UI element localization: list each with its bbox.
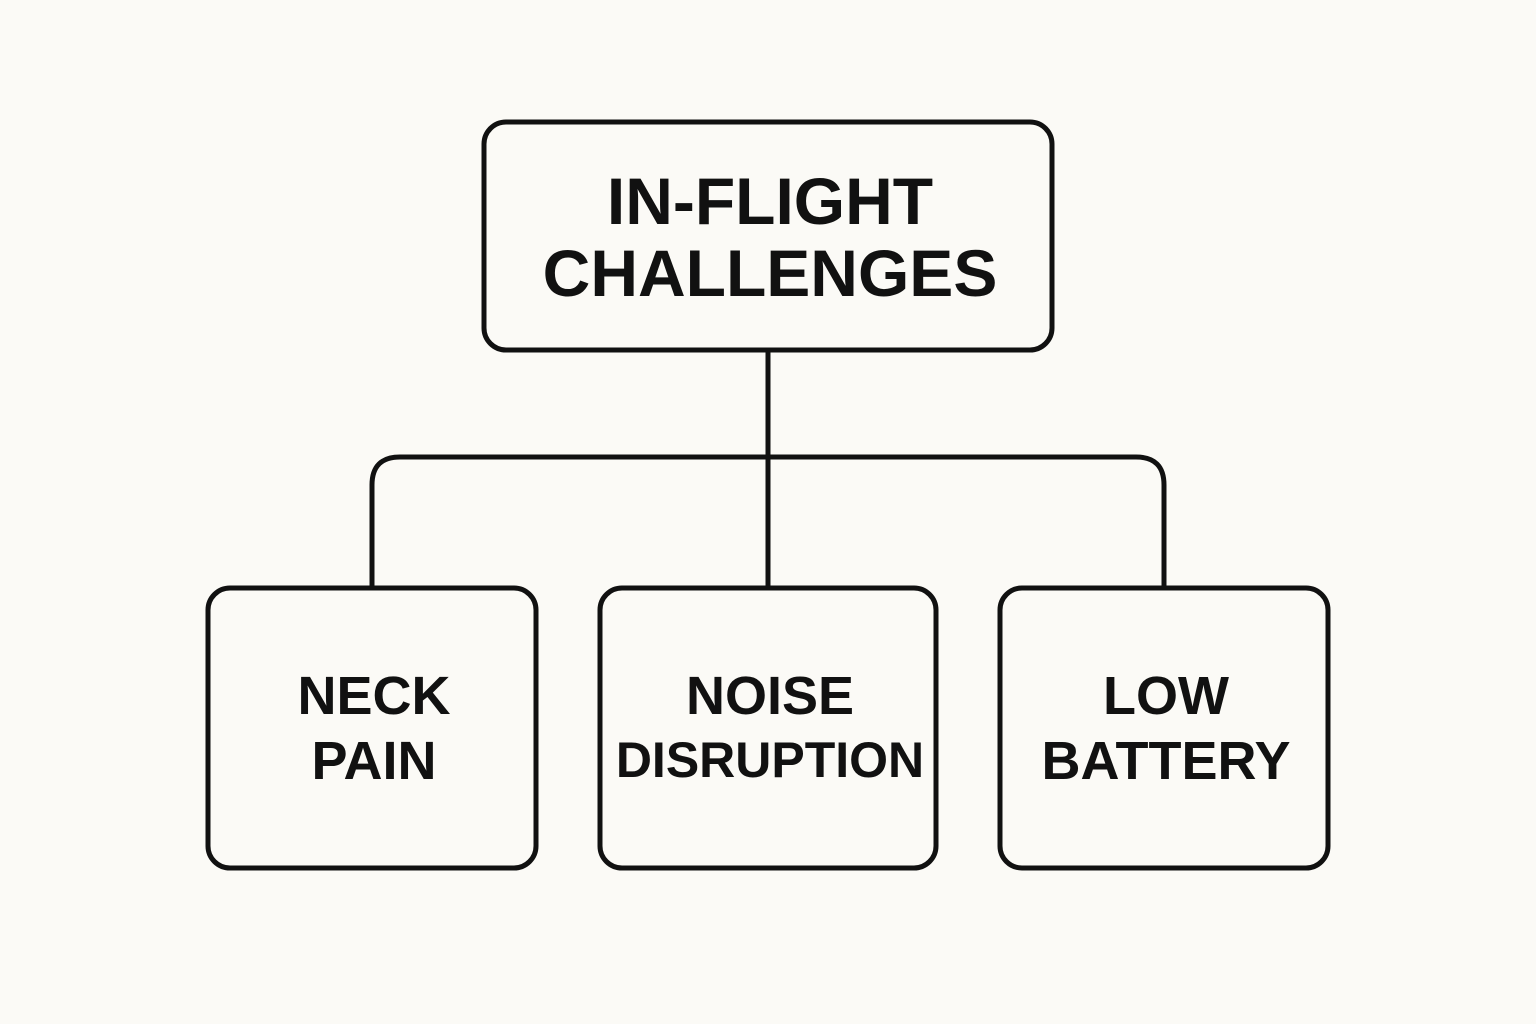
child-node-label-line-1: NOISE bbox=[686, 666, 854, 726]
child-node-neck-pain[interactable]: NECK PAIN bbox=[205, 585, 539, 871]
root-node[interactable]: IN-FLIGHT CHALLENGES bbox=[481, 119, 1055, 353]
child-node-label-line-1: NECK bbox=[297, 666, 450, 726]
child-node-box bbox=[597, 585, 939, 871]
root-node-box bbox=[481, 119, 1055, 353]
child-node-box bbox=[205, 585, 539, 871]
child-node-label-line-1: LOW bbox=[1103, 666, 1229, 726]
child-node-low-battery[interactable]: LOW BATTERY bbox=[997, 585, 1331, 871]
child-node-label-line-2: PAIN bbox=[311, 731, 436, 791]
root-node-label-line-1: IN-FLIGHT bbox=[607, 164, 933, 238]
child-node-label-line-2: BATTERY bbox=[1042, 731, 1291, 791]
child-node-noise-disruption[interactable]: NOISE DISRUPTION bbox=[597, 585, 939, 871]
connectors bbox=[369, 352, 1167, 586]
child-node-box bbox=[997, 585, 1331, 871]
root-node-label-line-2: CHALLENGES bbox=[543, 236, 998, 310]
child-node-label-line-2: DISRUPTION bbox=[616, 732, 924, 788]
